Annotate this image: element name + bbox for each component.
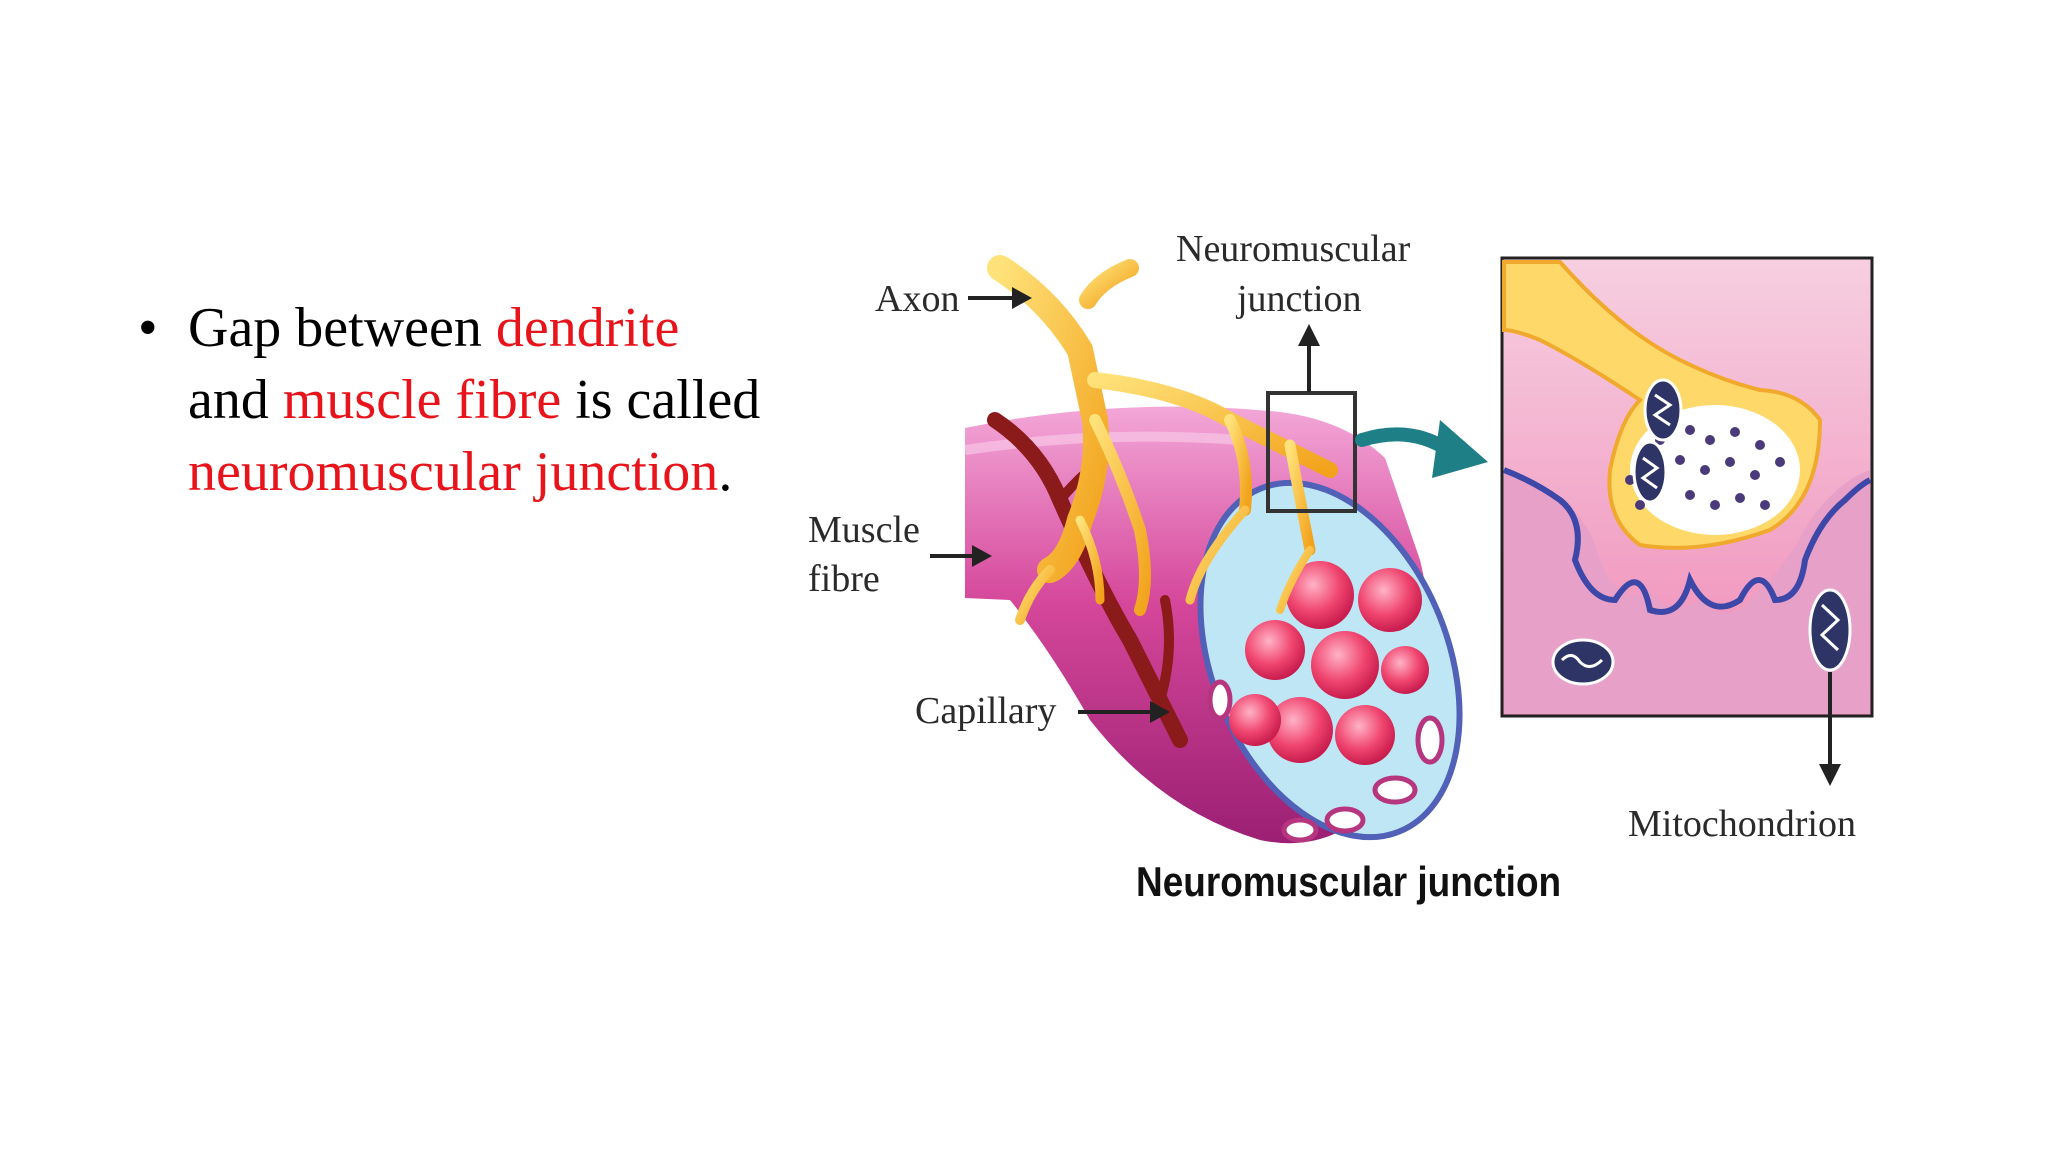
bullet-text: Gap between dendrite and muscle fibre is… — [188, 292, 818, 508]
label-nmj-line2: junction — [1237, 278, 1362, 320]
mitochondrion-icon — [1551, 638, 1615, 686]
muscle-cross-section — [1197, 479, 1463, 843]
bullet-icon: • — [138, 297, 158, 359]
text-dendrite: dendrite — [495, 297, 680, 359]
label-mitochondrion: Mitochondrion — [1628, 803, 1856, 845]
bullet-point: • Gap between dendrite and muscle fibre … — [138, 292, 818, 508]
axon — [987, 255, 1338, 625]
mitochondrion-icon-2 — [1808, 588, 1852, 672]
zoom-arrow-icon — [1355, 420, 1488, 478]
text-neuromuscular-junction: neuromuscular junction — [188, 441, 719, 503]
label-axon: Axon — [875, 278, 960, 320]
text-is-called: is called — [561, 369, 761, 431]
label-nmj-line1: Neuromuscular — [1176, 228, 1411, 270]
label-muscle-line2: fibre — [808, 558, 880, 600]
text-gap-between: Gap between — [188, 297, 496, 359]
text-and: and — [188, 369, 283, 431]
text-period: . — [718, 441, 733, 503]
label-capillary: Capillary — [915, 690, 1057, 732]
diagram-caption: Neuromuscular junction — [1136, 858, 1562, 905]
label-arrows — [930, 287, 1841, 786]
text-muscle-fibre: muscle fibre — [282, 369, 562, 431]
label-muscle-line1: Muscle — [808, 509, 920, 551]
junction-highlight-box — [1266, 391, 1357, 513]
inset-detail — [1500, 256, 1874, 718]
